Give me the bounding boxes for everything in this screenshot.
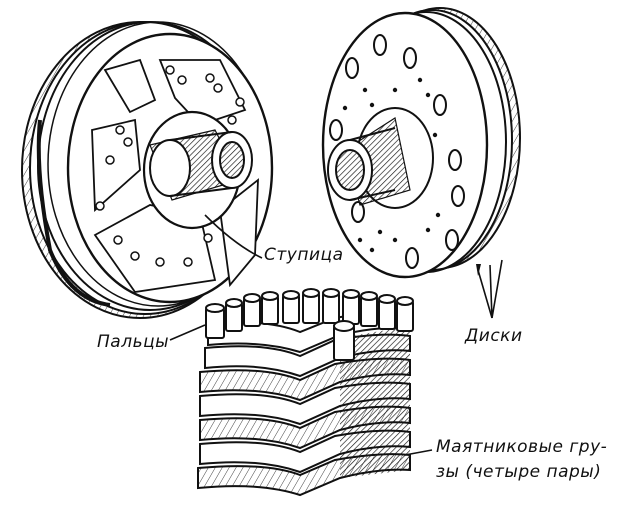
discs-leader-2 — [489, 264, 493, 319]
discs-arrowheads — [476, 264, 481, 276]
weights-label-line-2: зы (четыре пары) — [436, 462, 602, 482]
discs-leader-1 — [477, 269, 493, 319]
left-damper-hub — [142, 110, 253, 230]
left-damper-holes — [95, 65, 245, 267]
right-disc-hub — [327, 107, 434, 209]
pendulum-weight-stack — [197, 288, 414, 497]
weights-label-line-1: Маятниковые гру- — [436, 437, 608, 457]
weights-leader — [404, 449, 433, 456]
leader-lines — [169, 214, 503, 456]
right-disc-slots — [329, 34, 465, 269]
left-damper-assembly — [21, 21, 274, 319]
pins-label: Пальцы — [97, 332, 170, 352]
weight-stack-shadow — [340, 326, 410, 478]
discs-leader-3 — [491, 259, 503, 319]
hub-leader — [204, 214, 263, 259]
discs-label: Диски — [465, 326, 523, 346]
right-disc-assembly — [321, 7, 521, 279]
hub-label: Ступица — [264, 245, 344, 265]
pins — [205, 288, 414, 361]
right-disc-holes — [342, 77, 441, 253]
pins-leader — [169, 324, 206, 341]
